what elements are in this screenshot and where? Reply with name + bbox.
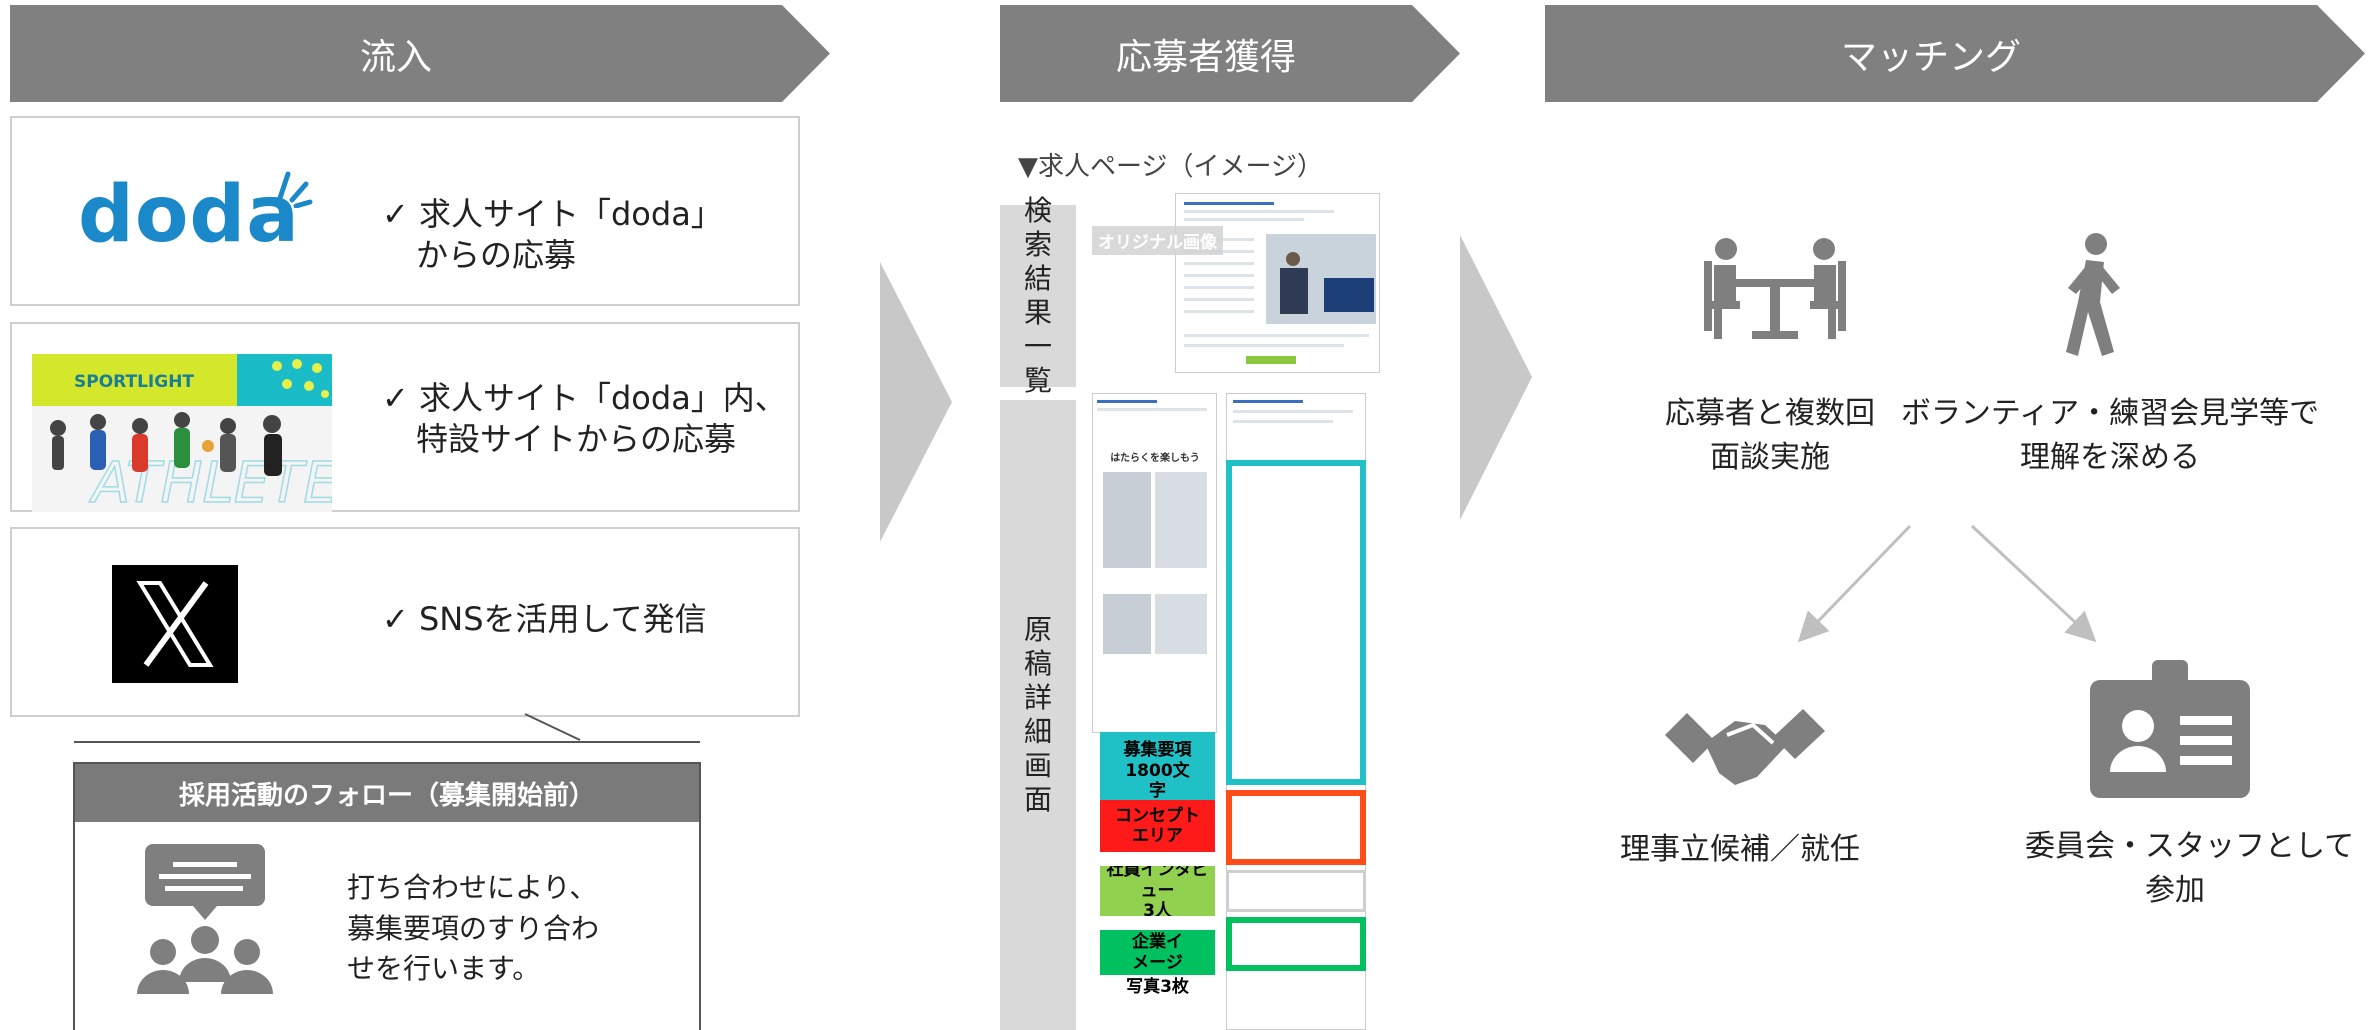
label-char: 原 — [1023, 612, 1052, 646]
doda-description: ✓ 求人サイト「doda」 からの応募 — [382, 194, 723, 276]
doda-sparkle-icon — [277, 171, 313, 208]
handshake-icon — [1665, 709, 1825, 785]
staff-line-1: 委員会・スタッフとして — [2025, 829, 2355, 864]
header-acquisition: 応募者獲得 — [1000, 5, 1460, 102]
sportlight-line-1: ✓ 求人サイト「doda」内、 — [382, 379, 787, 417]
label-char: 細 — [1023, 715, 1052, 748]
detail-body-thumbnail — [1226, 393, 1366, 1030]
label-char: 画 — [1023, 749, 1052, 783]
requirements-highlight — [1226, 460, 1366, 785]
follow-text: 打ち合わせにより、 募集要項のすり合わ せを行います。 — [347, 868, 599, 990]
interview-highlight — [1226, 870, 1366, 912]
office-photo — [1266, 234, 1376, 324]
follow-line-1: 打ち合わせにより、 — [347, 871, 598, 904]
dots-pattern-icon — [272, 359, 329, 398]
volunteer-line-1: ボランティア・練習会見学等で — [1900, 396, 2320, 431]
callout-connector — [74, 713, 700, 743]
header-matching-label: マッチング — [1840, 36, 2021, 78]
sportlight-green-band — [32, 354, 237, 406]
interview-line-2: 面談実施 — [1710, 439, 1830, 475]
sportlight-logo: SPORTLIGHT — [74, 372, 195, 392]
inflow-card-sportlight: SPORTLIGHT ATHLETE ✓ 求人サイト「doda」内、 特設サイト… — [10, 322, 800, 512]
company-image-highlight — [1226, 917, 1366, 971]
section-tag: 企業イメージ写真3枚 — [1100, 926, 1215, 1002]
detail-page-thumbnail: はたらくを楽しもう — [1092, 393, 1217, 733]
sportlight-banner: SPORTLIGHT ATHLETE — [32, 354, 332, 512]
flow-arrow-icon — [880, 262, 952, 542]
volunteer-line-2: 理解を深める — [2020, 439, 2200, 475]
chevron-shape — [10, 5, 830, 102]
board-text: 理事立候補／就任 — [1620, 832, 1860, 867]
meeting-presentation-icon — [137, 844, 273, 994]
x-logo — [112, 565, 238, 683]
follow-box: 採用活動のフォロー（募集開始前） 打ち合わせにより、 募集要項のすり合わ せを行… — [73, 762, 701, 1030]
header-acquisition-label: 応募者獲得 — [1115, 36, 1296, 78]
sns-description: ✓ SNSを活用して発信 — [382, 600, 707, 638]
chevron-shape — [1545, 5, 2365, 102]
label-char: 詳 — [1023, 680, 1052, 714]
detail-headline: はたらくを楽しもう — [1110, 453, 1200, 464]
doda-logo: doda — [78, 170, 300, 260]
interview-meeting-icon — [1704, 238, 1846, 339]
interview-text: 応募者と複数回 面談実施 — [1600, 392, 1940, 479]
branch-arrows — [1797, 524, 2097, 643]
label-char: 索 — [1023, 227, 1052, 261]
chevron-shape — [1000, 5, 1460, 102]
inflow-card-sns: ✓ SNSを活用して発信 — [10, 527, 800, 717]
label-char: 覧 — [1023, 364, 1052, 398]
original-image-label: オリジナル画像 — [1092, 226, 1223, 255]
x-icon — [136, 581, 214, 667]
staff-line-2: 参加 — [2145, 872, 2205, 908]
doda-line-1: ✓ 求人サイト「doda」 — [382, 195, 723, 233]
label-char: 一 — [1023, 330, 1052, 364]
flow-arrow-icon — [1460, 235, 1532, 520]
header-matching: マッチング — [1545, 5, 2365, 102]
sportlight-line-2: 特設サイトからの応募 — [416, 419, 737, 458]
label-char: 果 — [1023, 296, 1052, 329]
sportlight-teal-band — [237, 354, 332, 406]
staff-text: 委員会・スタッフとして 参加 — [2025, 825, 2355, 912]
interview-line-1: 応募者と複数回 — [1665, 396, 1875, 431]
walking-person-icon — [2066, 233, 2120, 356]
id-badge-icon — [2090, 660, 2250, 798]
follow-line-3: せを行います。 — [347, 952, 541, 986]
volunteer-text: ボランティア・練習会見学等で 理解を深める — [1900, 392, 2320, 479]
staff-photo — [1155, 594, 1207, 654]
label-char: 稿 — [1023, 646, 1052, 680]
athletes-illustration-icon: ATHLETE — [50, 412, 332, 512]
follow-title: 採用活動のフォロー（募集開始前） — [75, 764, 699, 822]
sportlight-description: ✓ 求人サイト「doda」内、 特設サイトからの応募 — [382, 378, 787, 460]
svg-text:ATHLETE: ATHLETE — [89, 451, 332, 512]
header-inflow: 流入 — [10, 5, 830, 102]
inflow-card-doda: doda ✓ 求人サイト「doda」 からの応募 — [10, 116, 800, 306]
staff-photo — [1155, 472, 1207, 568]
label-char: 結 — [1023, 261, 1052, 295]
doda-line-2: からの応募 — [416, 235, 577, 274]
header-inflow-label: 流入 — [359, 36, 432, 78]
label-char: 面 — [1023, 783, 1052, 817]
staff-photo — [1103, 472, 1151, 568]
follow-line-2: 募集要項のすり合わ — [347, 911, 600, 945]
detail-screen-label: 原 稿 詳 細 画 面 — [1000, 400, 1076, 1030]
label-char: 検 — [1023, 193, 1052, 227]
page-image-caption: ▼求人ページ（イメージ） — [1018, 152, 1323, 182]
section-tag: コンセプトエリア — [1100, 800, 1215, 852]
concept-highlight — [1226, 790, 1366, 865]
search-result-thumbnail — [1175, 193, 1380, 373]
search-results-label: 検 索 結 果 一 覧 — [1000, 194, 1076, 397]
staff-photo — [1103, 594, 1151, 654]
